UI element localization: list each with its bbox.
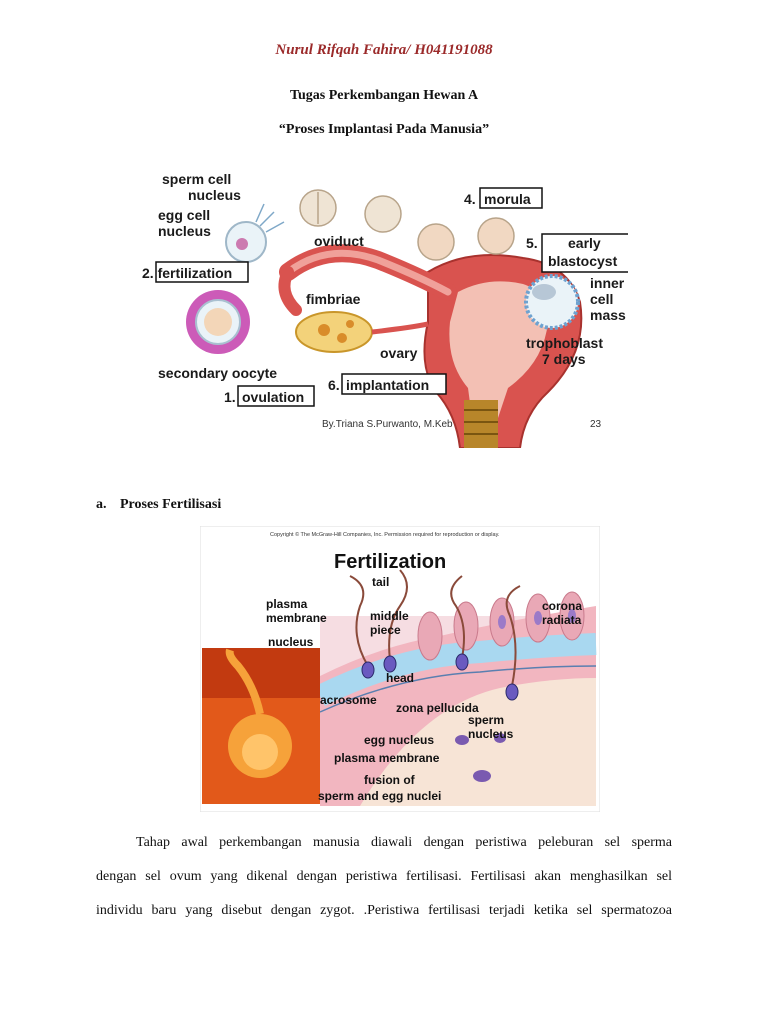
label-fusion-nuclei: sperm and egg nuclei <box>318 789 441 803</box>
label-membrane: membrane <box>266 611 327 625</box>
paragraph-line: Tahap awal perkembangan manusia diawali … <box>136 835 672 850</box>
label-zona-pellucida: zona pellucida <box>396 701 479 715</box>
label-sperm-nucleus: nucleus <box>188 187 241 203</box>
document-subtitle: “Proses Implantasi Pada Manusia” <box>278 122 490 137</box>
figure-page-number: 23 <box>590 419 602 430</box>
label-secondary-oocyte: secondary oocyte <box>158 365 277 381</box>
label-fimbriae: fimbriae <box>306 291 361 307</box>
label-cell: cell <box>590 291 613 307</box>
label-tail: tail <box>372 575 389 589</box>
label-trophoblast-days: 7 days <box>542 351 586 367</box>
label-morula-number: 4. <box>464 191 476 207</box>
label-fertilization: 2. fertilization <box>142 265 232 281</box>
fertilization-diagram: Copyright © The McGraw-Hill Companies, I… <box>200 526 600 812</box>
label-egg-nucleus: egg nucleus <box>364 733 434 747</box>
paragraph-line: dengan sel ovum yang dikenal dengan peri… <box>96 869 672 884</box>
fertilization-title: Fertilization <box>334 551 446 573</box>
label-piece: piece <box>370 623 401 637</box>
label-implantation-number: 6. <box>328 377 340 393</box>
label-nucleus: nucleus <box>268 635 314 649</box>
label-ovary: ovary <box>380 345 418 361</box>
label-radiata: radiata <box>542 613 582 627</box>
label-inner: inner <box>590 275 625 291</box>
label-sperm: sperm <box>468 713 504 727</box>
section-number: a. <box>96 497 107 512</box>
label-plasma: plasma <box>266 597 308 611</box>
label-mass: mass <box>590 307 626 323</box>
label-early: early <box>568 235 601 251</box>
copyright-notice: Copyright © The McGraw-Hill Companies, I… <box>270 531 500 538</box>
body-paragraph: Tahap awal perkembangan manusia diawali … <box>96 826 672 928</box>
label-blastocyst: blastocyst <box>548 253 618 269</box>
implantation-diagram: sperm cell nucleus egg cell nucleus ovid… <box>128 152 628 448</box>
label-morula: morula <box>484 191 531 207</box>
label-sperm-cell: sperm cell <box>162 171 231 187</box>
label-egg-cell: egg cell <box>158 207 210 223</box>
label-corona: corona <box>542 599 582 613</box>
label-sperm-nucleus: nucleus <box>468 727 514 741</box>
label-plasma-membrane: plasma membrane <box>334 751 440 765</box>
label-oviduct: oviduct <box>314 233 364 249</box>
label-head: head <box>386 671 414 685</box>
label-fusion: fusion of <box>364 773 416 787</box>
author-header: Nurul Rifqah Fahira/ H041191088 <box>275 42 493 58</box>
section-heading: a. Proses Fertilisasi <box>96 497 221 513</box>
label-ovulation-number: 1. <box>224 389 236 405</box>
figure-credit: By.Triana S.Purwanto, M.Keb <box>322 419 453 430</box>
label-ovulation: ovulation <box>242 389 304 405</box>
document-title: Tugas Perkembangan Hewan A <box>289 88 479 103</box>
label-middle: middle <box>370 609 409 623</box>
label-early-blastocyst-number: 5. <box>526 235 538 251</box>
section-title: Proses Fertilisasi <box>120 497 222 512</box>
label-acrosome: acrosome <box>320 693 377 707</box>
label-implantation: implantation <box>346 377 429 393</box>
paragraph-line: individu baru yang disebut dengan zygot.… <box>96 903 672 918</box>
label-trophoblast: trophoblast <box>526 335 603 351</box>
label-egg-nucleus: nucleus <box>158 223 211 239</box>
